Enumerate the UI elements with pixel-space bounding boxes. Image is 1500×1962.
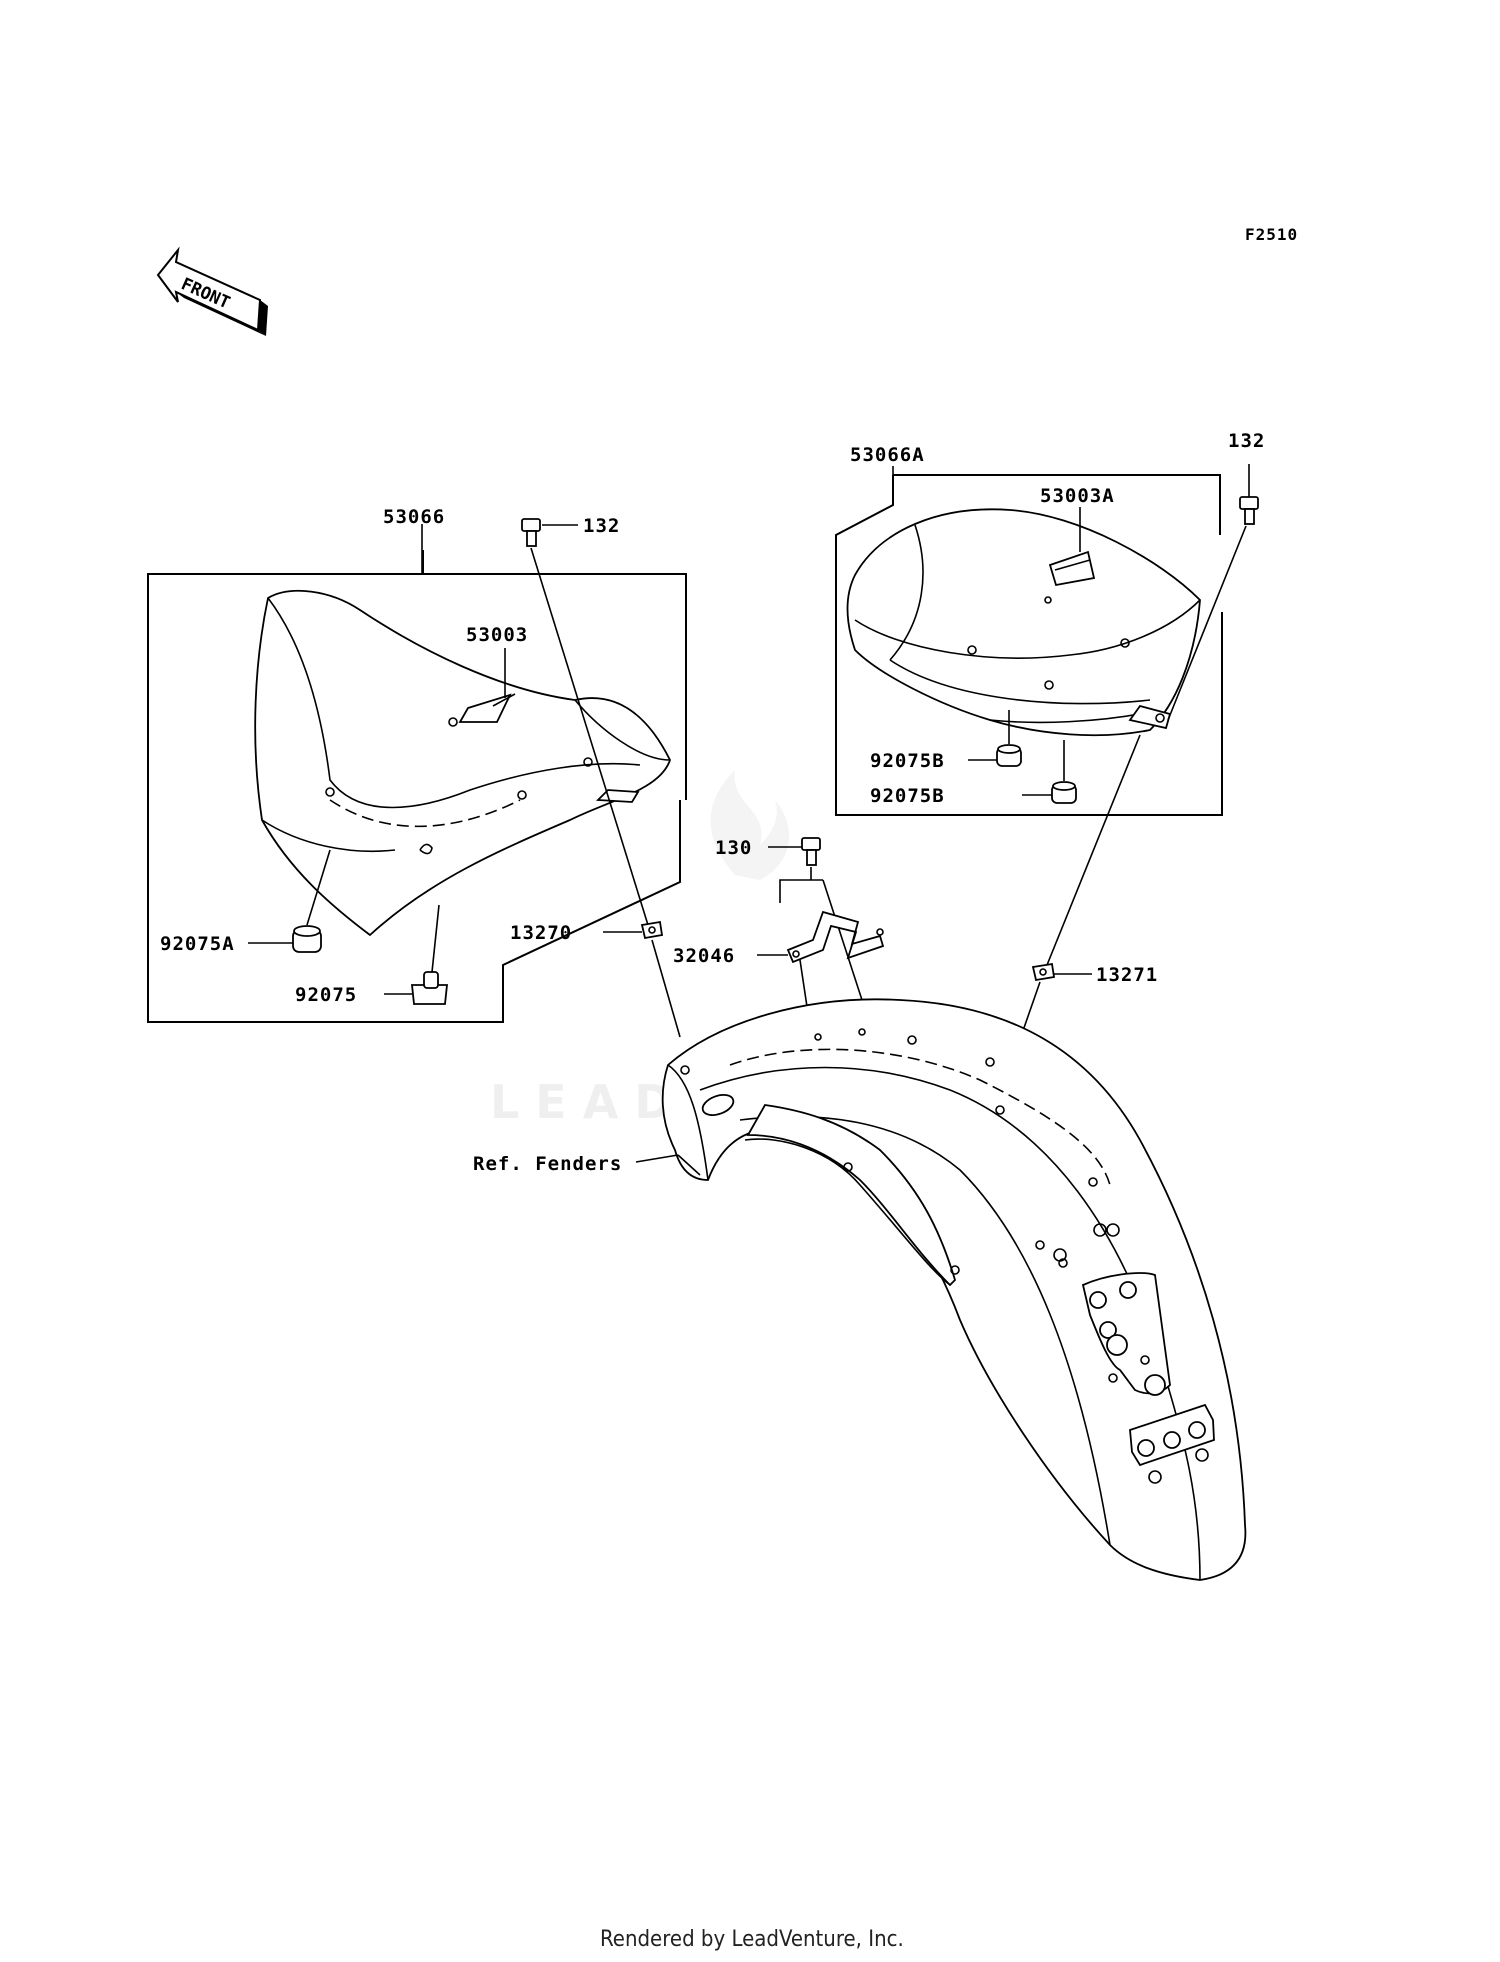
rear-fender: [661, 998, 1247, 1581]
rear-seat: [846, 508, 1201, 737]
figure-code: F2510: [1245, 225, 1298, 244]
bracket-group: 130 32046: [673, 837, 885, 1041]
bolt-130-icon: [801, 837, 821, 866]
callout-rear-nut: 13271: [1096, 964, 1158, 986]
bracket-32046-icon: [786, 910, 885, 964]
callout-rear-seat-damper-b-upper: 92075B: [870, 750, 945, 772]
callout-front-seat-damper-a: 92075A: [160, 933, 235, 955]
footer-credit: Rendered by LeadVenture, Inc.: [600, 1927, 904, 1952]
callout-front-seat-bolt: 132: [583, 515, 620, 537]
callout-rear-seat-damper-b-lower: 92075B: [870, 785, 945, 807]
callout-front-seat-label: 53003: [466, 624, 528, 646]
damper-92075a-icon: [292, 925, 322, 953]
damper-92075b-upper-icon: [996, 744, 1022, 767]
front-seat: [254, 589, 671, 937]
front-seat-group: 53066 53003 92075A 92075 132: [147, 506, 687, 1038]
rear-seat-group: 53066A 53003A 132: [835, 430, 1265, 971]
callout-rear-seat-assembly: 53066A: [850, 444, 925, 466]
bolt-132-rear-icon: [1239, 496, 1259, 525]
callout-rear-seat-bolt: 132: [1228, 430, 1265, 452]
callout-fender-ref: Ref. Fenders: [473, 1153, 622, 1175]
callout-bracket: 32046: [673, 945, 735, 967]
bolt-132-front-icon: [521, 518, 541, 547]
callout-front-nut: 13270: [510, 922, 572, 944]
damper-92075b-lower-icon: [1051, 781, 1077, 804]
nut-13270-icon: [640, 920, 664, 940]
callout-front-seat-assembly: 53066: [383, 506, 445, 528]
callout-rear-seat-label: 53003A: [1040, 485, 1115, 507]
nut-13271-icon: [1031, 962, 1056, 982]
callout-bracket-bolt: 130: [715, 837, 752, 859]
callout-front-seat-damper: 92075: [295, 984, 357, 1006]
damper-92075-icon: [411, 971, 448, 1005]
front-direction-arrow-icon: FRONT: [156, 246, 268, 336]
